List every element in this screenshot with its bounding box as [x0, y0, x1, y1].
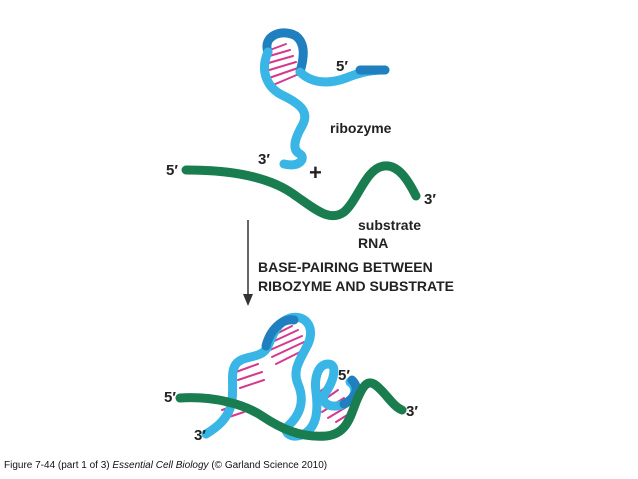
substrate-rna-label-line1: substrate: [358, 217, 421, 233]
complex-substrate-5prime-label: 5′: [164, 389, 176, 406]
complex-substrate-3prime-label: 3′: [406, 403, 418, 420]
substrate-rna-label-line2: RNA: [358, 235, 388, 251]
step-label-line1: BASE-PAIRING BETWEEN: [258, 259, 433, 275]
ribozyme-strand: [260, 47, 310, 170]
substrate-rna-strand: [181, 161, 421, 221]
ribozyme-5prime-label: 5′: [336, 58, 348, 75]
complex-ribozyme-3prime-label: 3′: [194, 427, 206, 444]
substrate-5prime-label: 5′: [166, 162, 178, 179]
complex-substrate-strand: [175, 378, 407, 441]
ribozyme-3prime-label: 3′: [258, 151, 270, 168]
ribozyme-molecule: [260, 28, 390, 170]
ribozyme-basepair-rungs: [264, 43, 300, 86]
plus-sign: +: [309, 160, 322, 185]
ribozyme-label: ribozyme: [330, 120, 392, 136]
step-label-line2: RIBOZYME AND SUBSTRATE: [258, 278, 454, 294]
substrate-3prime-label: 3′: [424, 191, 436, 208]
figure-reference: Figure 7-44 (part 1 of 3): [4, 460, 110, 471]
complex-ribozyme-strand: [201, 312, 360, 441]
ribozyme-substrate-complex: [175, 312, 407, 441]
process-arrow: [243, 220, 253, 306]
copyright-credit: (© Garland Science 2010): [211, 460, 328, 471]
ribozyme-loop-back: [262, 28, 308, 77]
complex-ribozyme-loop-dark: [261, 315, 299, 351]
figure-caption: Figure 7-44 (part 1 of 3) Essential Cell…: [4, 460, 327, 471]
complex-ribozyme-5prime-label: 5′: [338, 367, 350, 384]
book-title: Essential Cell Biology: [112, 460, 209, 471]
